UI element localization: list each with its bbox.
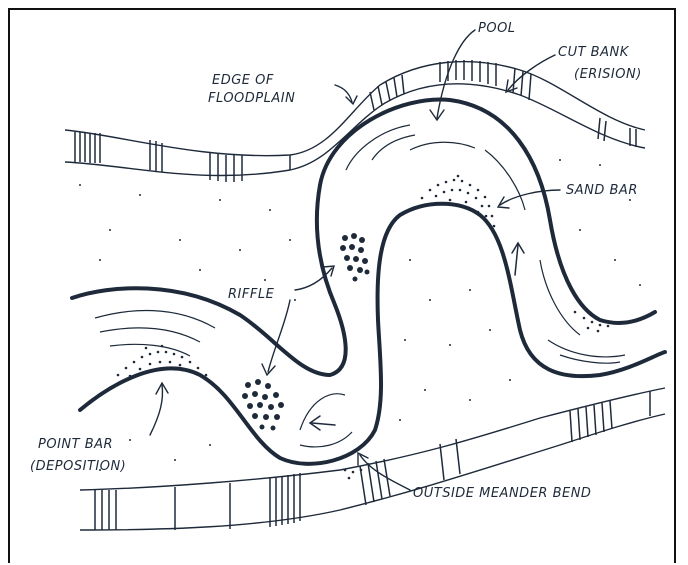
outer-bend-stipple [344, 311, 610, 480]
floodplain-hatch-lower [95, 391, 650, 530]
floodplain-edge-lower [80, 388, 665, 530]
point-bar-label-line1: POINT BAR [38, 437, 113, 452]
floodplain-dots [79, 159, 641, 471]
edge-label-line1: EDGE OF [212, 73, 274, 88]
pool-label: POOL [478, 21, 516, 36]
inner-bank-path [80, 204, 665, 464]
outer-bank-path [72, 100, 655, 375]
floodplain-hatch-upper [75, 60, 636, 182]
cut-bank-label-line1: CUT BANK [558, 45, 630, 60]
outside-bend-label: OUTSIDE MEANDER BEND [413, 486, 591, 501]
riffle-label: RIFFLE [228, 287, 275, 302]
flow-arrow-right [515, 245, 518, 275]
flow-arrow-bottom [312, 423, 335, 425]
floodplain-edge-upper [65, 62, 645, 176]
riffle-leader-2 [268, 300, 290, 372]
flow-arrows [310, 243, 524, 430]
cut-bank-label-line2: (ERISION) [574, 67, 642, 82]
sand-bar-label: SAND BAR [566, 183, 638, 198]
edge-leader [335, 85, 352, 102]
sand-bar-leader [500, 190, 560, 205]
edge-label-line2: FLOODPLAIN [208, 91, 295, 106]
point-bar-label-line2: (DEPOSITION) [30, 459, 126, 474]
